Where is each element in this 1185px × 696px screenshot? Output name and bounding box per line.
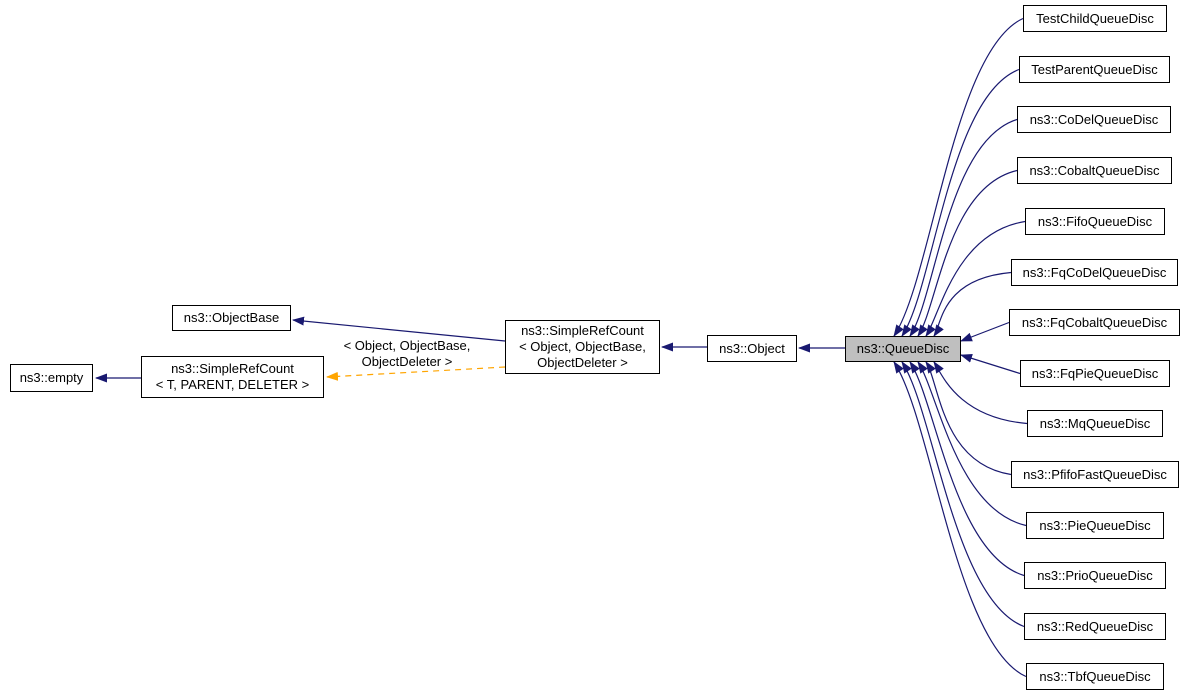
- edge-prio-to-queueDisc: [909, 361, 1025, 577]
- class-node-fqPie[interactable]: ns3::FqPieQueueDisc: [1020, 360, 1170, 387]
- edge-tbf-to-queueDisc: [893, 361, 1027, 678]
- edge-srcObj-to-srcTPD: [326, 366, 506, 381]
- class-node-prio[interactable]: ns3::PrioQueueDisc: [1024, 562, 1166, 589]
- class-node-testChild[interactable]: TestChildQueueDisc: [1023, 5, 1167, 32]
- edge-coDel-to-queueDisc: [909, 118, 1018, 337]
- class-node-srcObj[interactable]: ns3::SimpleRefCount < Object, ObjectBase…: [505, 320, 660, 374]
- class-node-fifo[interactable]: ns3::FifoQueueDisc: [1025, 208, 1165, 235]
- class-node-object[interactable]: ns3::Object: [707, 335, 797, 362]
- class-node-queueDisc: ns3::QueueDisc: [845, 336, 961, 362]
- edge-pfifoFast-to-queueDisc: [925, 361, 1012, 476]
- edge-fqCobalt-to-queueDisc: [960, 321, 1010, 342]
- class-node-empty[interactable]: ns3::empty: [10, 364, 93, 392]
- class-node-tbf[interactable]: ns3::TbfQueueDisc: [1026, 663, 1164, 690]
- class-node-coDel[interactable]: ns3::CoDelQueueDisc: [1017, 106, 1171, 133]
- edge-testChild-to-queueDisc: [893, 17, 1024, 337]
- class-node-pfifoFast[interactable]: ns3::PfifoFastQueueDisc: [1011, 461, 1179, 488]
- class-node-fqCobalt[interactable]: ns3::FqCobaltQueueDisc: [1009, 309, 1180, 336]
- class-node-objectBase[interactable]: ns3::ObjectBase: [172, 305, 291, 331]
- edge-pie-to-queueDisc: [917, 361, 1027, 527]
- class-node-srcTPD[interactable]: ns3::SimpleRefCount < T, PARENT, DELETER…: [141, 356, 324, 398]
- edge-red-to-queueDisc: [901, 361, 1025, 628]
- class-node-testParent[interactable]: TestParentQueueDisc: [1019, 56, 1170, 83]
- edge-testParent-to-queueDisc: [901, 68, 1020, 337]
- edge-fqCoDel-to-queueDisc: [933, 271, 1012, 337]
- class-node-pie[interactable]: ns3::PieQueueDisc: [1026, 512, 1164, 539]
- class-node-mq[interactable]: ns3::MqQueueDisc: [1027, 410, 1163, 437]
- edge-cobalt-to-queueDisc: [917, 169, 1018, 337]
- class-node-cobalt[interactable]: ns3::CobaltQueueDisc: [1017, 157, 1172, 184]
- edge-mq-to-queueDisc: [933, 361, 1028, 425]
- template-args-edge-label: < Object, ObjectBase, ObjectDeleter >: [343, 338, 471, 369]
- class-node-fqCoDel[interactable]: ns3::FqCoDelQueueDisc: [1011, 259, 1178, 286]
- edge-fqPie-to-queueDisc: [960, 353, 1021, 375]
- class-node-red[interactable]: ns3::RedQueueDisc: [1024, 613, 1166, 640]
- edge-fifo-to-queueDisc: [925, 220, 1026, 337]
- edge-srcObj-to-objectBase: [292, 316, 506, 342]
